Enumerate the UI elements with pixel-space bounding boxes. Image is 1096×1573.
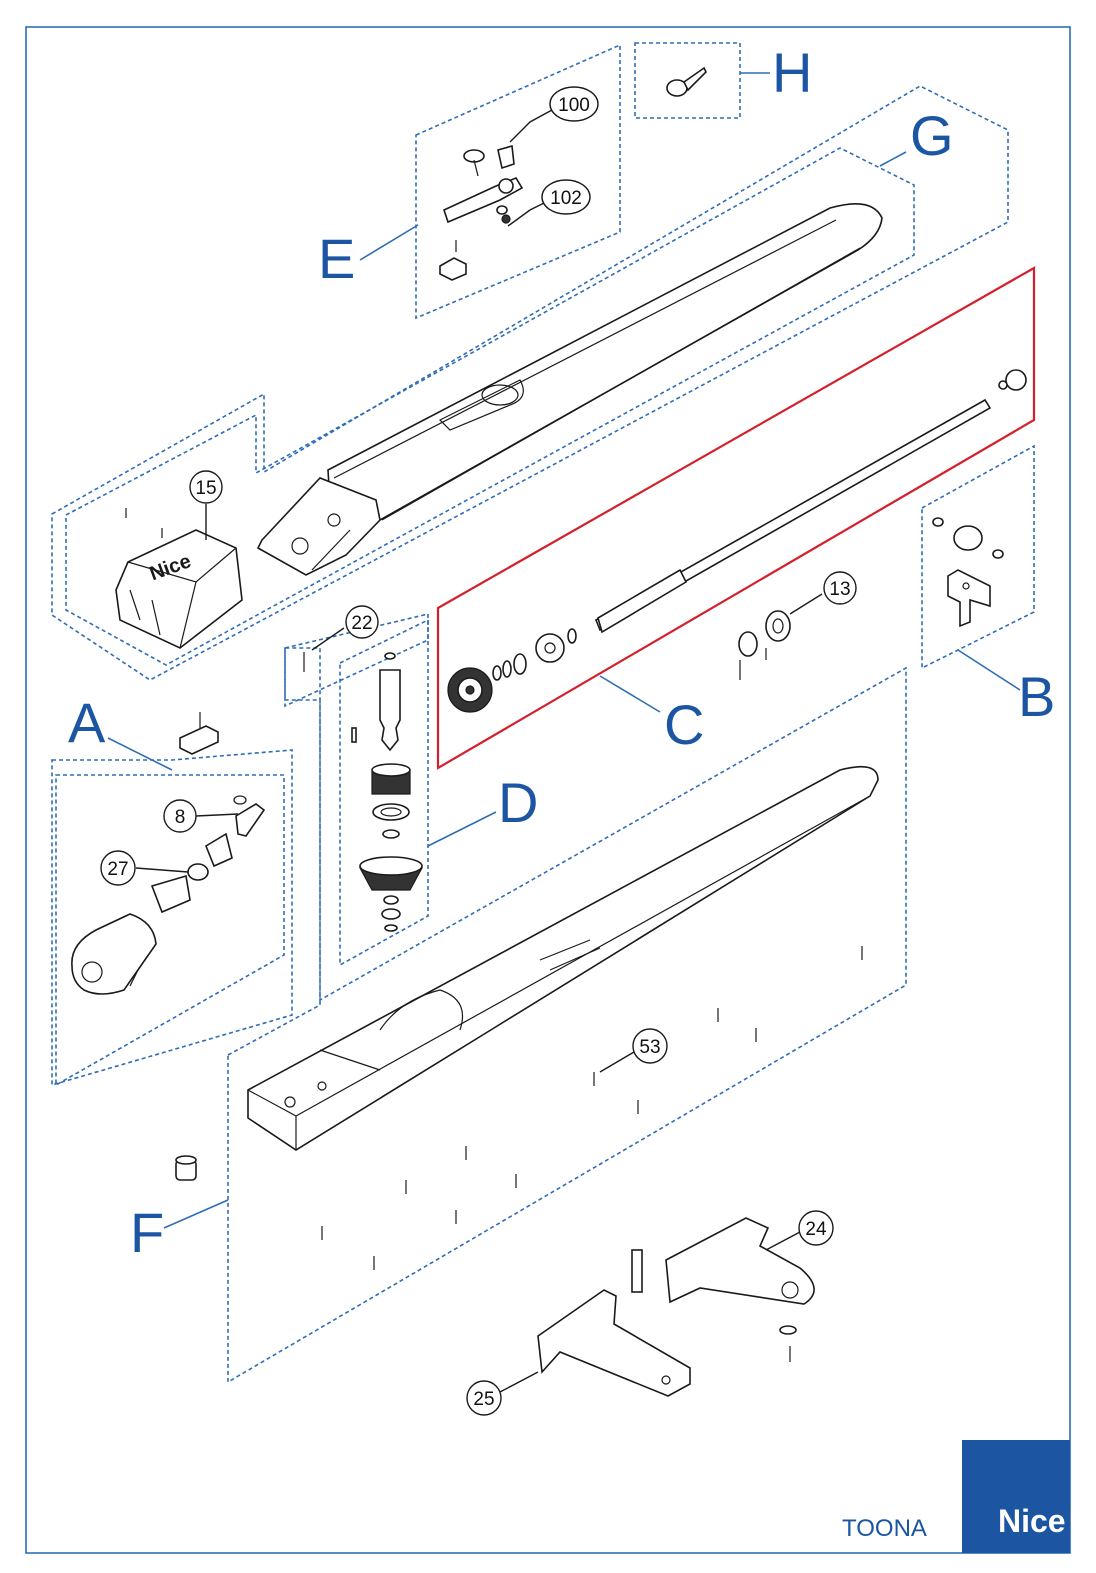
- group-label-g: G: [910, 104, 954, 167]
- callout-8: 8: [163, 799, 239, 833]
- model-name: TOONA: [842, 1515, 927, 1542]
- leader-a: [107, 737, 173, 771]
- outer-frame: [25, 26, 1071, 1554]
- svg-text:53: 53: [639, 1037, 660, 1058]
- group-label-f: F: [130, 1201, 164, 1264]
- base-screws: [321, 946, 863, 1270]
- leader-b: [957, 649, 1021, 691]
- svg-text:27: 27: [107, 859, 128, 880]
- leader-f: [163, 1199, 229, 1229]
- callout-27: 27: [100, 850, 189, 886]
- leader-d: [427, 811, 497, 847]
- leader-c: [599, 675, 661, 713]
- gear-shaft-assembly: [303, 652, 424, 932]
- base-housing-part: [247, 765, 879, 1151]
- svg-text:100: 100: [558, 95, 590, 116]
- bearing-part: [738, 610, 791, 680]
- front-plate-bracket: [537, 1289, 691, 1397]
- group-a-outer-boundary: [51, 749, 293, 1087]
- brand-logo: Nice: [998, 1503, 1066, 1539]
- group-d-boundary: [339, 618, 429, 967]
- group-label-h: H: [772, 41, 812, 104]
- top-cover-part: [256, 202, 883, 576]
- motor-group-parts: [71, 712, 266, 995]
- group-label-a: A: [68, 691, 106, 754]
- callout-24: 24: [765, 1210, 834, 1251]
- rear-bracket-parts: [932, 517, 1004, 628]
- rear-plate-bracket: [631, 1217, 815, 1362]
- release-key-part: [666, 66, 707, 97]
- svg-text:24: 24: [805, 1219, 827, 1240]
- cable-gland-part: [175, 1155, 197, 1181]
- group-h-boundary: [634, 42, 741, 119]
- worm-screw-assembly: [447, 369, 1027, 713]
- callout-13: 13: [789, 571, 857, 615]
- group-e-boundary: [415, 43, 621, 320]
- brand-logo-box: [962, 1440, 1070, 1553]
- svg-text:8: 8: [175, 807, 186, 828]
- callout-53: 53: [599, 1028, 668, 1073]
- callout-25: 25: [466, 1371, 539, 1416]
- group-label-c: C: [664, 693, 704, 756]
- callout-100: 100: [509, 86, 599, 143]
- leader-g: [879, 151, 907, 167]
- cover-boundary: [65, 147, 915, 666]
- group-g-boundary: [51, 85, 1009, 681]
- leader-e: [359, 224, 419, 261]
- group-f-boundary: [227, 647, 907, 1384]
- svg-text:15: 15: [195, 478, 216, 499]
- group-a-boundary: [55, 774, 285, 1087]
- svg-text:13: 13: [829, 579, 850, 600]
- callout-22: 22: [311, 605, 379, 651]
- svg-text:102: 102: [550, 188, 582, 209]
- group-label-e: E: [318, 227, 355, 290]
- group-label-d: D: [498, 771, 538, 834]
- group-c-boundary: [436, 266, 1036, 770]
- group-b-boundary: [921, 444, 1035, 670]
- release-lever-parts: [439, 144, 524, 281]
- svg-text:25: 25: [473, 1389, 494, 1410]
- group-label-b: B: [1018, 665, 1055, 728]
- callout-15: 15: [189, 470, 223, 540]
- svg-text:22: 22: [351, 613, 372, 634]
- motor-cover-part: Nice: [115, 508, 243, 649]
- callout-102: 102: [507, 179, 591, 227]
